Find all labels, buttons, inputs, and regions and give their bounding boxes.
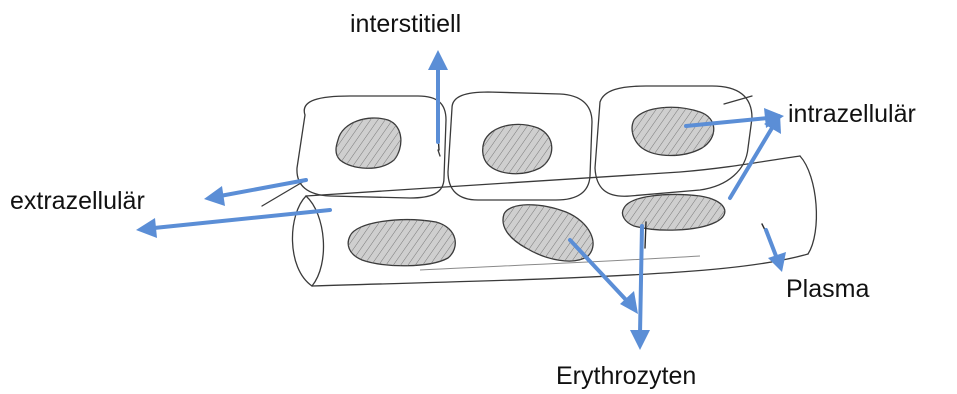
cell-nuclei bbox=[336, 107, 714, 173]
pointer-tick bbox=[645, 222, 646, 248]
arrow-intrazellular-from-erythrocyte bbox=[730, 114, 781, 198]
arrow-plasma bbox=[766, 230, 786, 272]
arrow-extrazellular-lower bbox=[136, 210, 330, 238]
nucleus-middle-hatch bbox=[483, 124, 552, 173]
erythrocytes bbox=[348, 195, 725, 266]
nucleus-left-hatch bbox=[336, 118, 401, 168]
label-plasma: Plasma bbox=[786, 275, 869, 303]
arrow-extrazellular-upper bbox=[204, 180, 306, 206]
label-erythrozyten: Erythrozyten bbox=[556, 362, 696, 390]
arrow-erythrozyten-right bbox=[630, 226, 650, 350]
vessel-right-end bbox=[800, 156, 816, 254]
arrow-interstitiell bbox=[428, 50, 448, 142]
erythrocyte-1-hatch bbox=[348, 220, 455, 266]
label-intrazellular: intrazellulär bbox=[788, 100, 916, 128]
label-extrazellular: extrazellulär bbox=[10, 187, 145, 215]
label-interstitiell: interstitiell bbox=[350, 10, 461, 38]
sketch-stroke bbox=[438, 150, 440, 156]
vessel-left-opening bbox=[292, 196, 312, 286]
